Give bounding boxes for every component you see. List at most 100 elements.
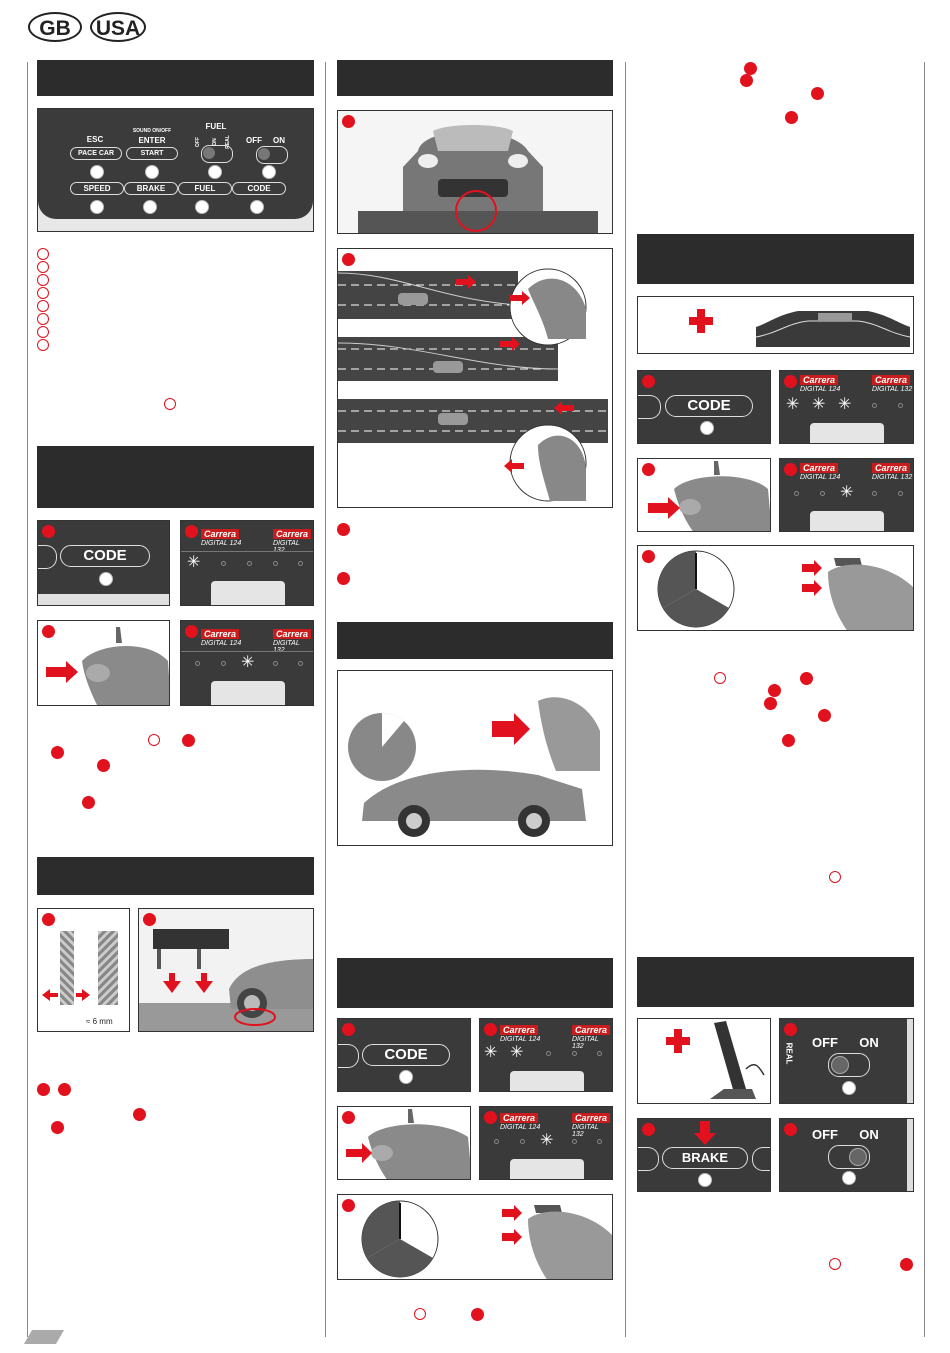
inline-marker bbox=[714, 672, 726, 684]
callout-dot bbox=[90, 165, 104, 179]
callout-dot bbox=[208, 165, 222, 179]
section-header bbox=[337, 958, 613, 1008]
code-button[interactable]: CODE bbox=[232, 182, 286, 195]
callout-dot bbox=[99, 572, 113, 586]
code-button-figure: CODE bbox=[337, 1018, 471, 1092]
led-icon bbox=[820, 491, 825, 496]
on-off-switch[interactable] bbox=[828, 1053, 870, 1077]
callout-dot bbox=[700, 421, 714, 435]
blinking-led-icon: ✳ bbox=[540, 1132, 554, 1149]
inline-step-dot bbox=[133, 1108, 146, 1121]
led-icon bbox=[597, 1139, 602, 1144]
inline-step-dot bbox=[744, 62, 757, 75]
carrera-logo: Carrera bbox=[872, 375, 911, 385]
blinking-led-icon: ✳ bbox=[484, 1044, 498, 1061]
pace-car-button[interactable]: PACE CAR bbox=[70, 147, 122, 160]
digital-132-label: DIGITAL 132 bbox=[572, 1124, 599, 1138]
code-button-figure: CODE bbox=[37, 520, 170, 606]
on-off-switch[interactable] bbox=[256, 146, 288, 164]
real-label: REAL bbox=[784, 1042, 794, 1065]
inline-step-dot bbox=[811, 87, 824, 100]
inline-step-dot bbox=[337, 523, 350, 536]
callout-dot bbox=[143, 200, 157, 214]
brake-button-figure: BRAKE bbox=[637, 1118, 771, 1192]
callout-dot bbox=[698, 1173, 712, 1187]
step-dot bbox=[342, 1111, 355, 1124]
fuel-real-label: REAL bbox=[225, 135, 231, 149]
list-marker bbox=[37, 274, 49, 286]
section-header bbox=[37, 60, 314, 96]
speed-button[interactable]: SPEED bbox=[70, 182, 124, 195]
step-dot bbox=[784, 1123, 797, 1136]
carrera-logo: Carrera bbox=[800, 463, 839, 473]
led-icon bbox=[221, 661, 226, 666]
control-unit-leds-figure: Carrera DIGITAL 124 Carrera DIGITAL 132 … bbox=[180, 620, 314, 706]
digital-132-label: DIGITAL 132 bbox=[572, 1036, 599, 1050]
carrera-logo: Carrera bbox=[500, 1025, 539, 1035]
section-header bbox=[37, 857, 314, 895]
code-button[interactable]: CODE bbox=[60, 545, 150, 567]
pace-car-press-figure bbox=[337, 670, 613, 846]
led-icon bbox=[872, 491, 877, 496]
list-marker bbox=[37, 287, 49, 299]
step-dot bbox=[784, 1023, 797, 1036]
section-header bbox=[637, 234, 914, 284]
inline-step-dot bbox=[768, 684, 781, 697]
inline-step-dot bbox=[740, 74, 753, 87]
step-dot bbox=[342, 1023, 355, 1036]
carrera-logo: Carrera bbox=[201, 529, 240, 539]
step-dot bbox=[185, 625, 198, 638]
code-button[interactable]: CODE bbox=[362, 1044, 450, 1066]
led-icon bbox=[898, 403, 903, 408]
power-supply-figure bbox=[637, 1018, 771, 1104]
fuel-title: FUEL bbox=[205, 122, 227, 131]
inline-step-dot bbox=[471, 1308, 484, 1321]
on-off-switch[interactable] bbox=[828, 1145, 870, 1169]
usa-badge: USA bbox=[90, 12, 146, 42]
led-icon bbox=[572, 1051, 577, 1056]
inline-step-dot bbox=[800, 672, 813, 685]
gb-badge: GB bbox=[28, 12, 82, 42]
list-marker bbox=[37, 339, 49, 351]
carrera-logo: Carrera bbox=[872, 463, 911, 473]
blinking-led-icon: ✳ bbox=[510, 1044, 524, 1061]
led-icon bbox=[195, 661, 200, 666]
inline-step-dot bbox=[51, 1121, 64, 1134]
step-dot bbox=[642, 1123, 655, 1136]
led-icon bbox=[572, 1139, 577, 1144]
page-number-tab bbox=[23, 1330, 65, 1344]
fuel-button[interactable]: FUEL bbox=[178, 182, 232, 195]
section-header bbox=[337, 622, 613, 659]
brake-button[interactable]: BRAKE bbox=[124, 182, 178, 195]
inline-step-dot bbox=[97, 759, 110, 772]
section-header bbox=[637, 957, 914, 1007]
controller-button-press-figure bbox=[337, 1106, 471, 1180]
column-divider bbox=[325, 62, 326, 1337]
callout-dot bbox=[195, 200, 209, 214]
led-icon bbox=[898, 491, 903, 496]
list-marker bbox=[37, 248, 49, 260]
digital-124-label: DIGITAL 124 bbox=[500, 1124, 541, 1131]
step-dot bbox=[642, 463, 655, 476]
inline-marker bbox=[164, 398, 176, 410]
start-button[interactable]: START bbox=[126, 147, 178, 160]
control-unit-leds-figure: Carrera DIGITAL 124 Carrera DIGITAL 132 … bbox=[180, 520, 314, 606]
on-label: ON bbox=[273, 136, 285, 145]
carrera-logo: Carrera bbox=[201, 629, 240, 639]
column-divider bbox=[625, 62, 626, 1337]
dial-and-controller-figure bbox=[637, 545, 914, 631]
step-dot bbox=[484, 1111, 497, 1124]
dial-and-controller-figure bbox=[337, 1194, 613, 1280]
on-off-switch-figure: OFF ON bbox=[779, 1118, 914, 1192]
digital-124-label: DIGITAL 124 bbox=[201, 540, 242, 547]
carrera-logo: Carrera bbox=[500, 1113, 539, 1123]
fuel-switch[interactable] bbox=[201, 145, 233, 163]
digital-124-label: DIGITAL 124 bbox=[500, 1036, 541, 1043]
control-unit-leds-figure: Carrera DIGITAL 124 Carrera DIGITAL 132 … bbox=[779, 458, 914, 532]
carrera-logo: Carrera bbox=[800, 375, 839, 385]
carrera-logo: Carrera bbox=[572, 1025, 611, 1035]
car-braid-contact-figure bbox=[138, 908, 314, 1032]
brake-button[interactable]: BRAKE bbox=[662, 1147, 748, 1169]
code-button[interactable]: CODE bbox=[665, 395, 753, 417]
control-unit-panel-figure: ESC PACE CAR SOUND ON/OFF ENTER START FU… bbox=[37, 108, 314, 232]
